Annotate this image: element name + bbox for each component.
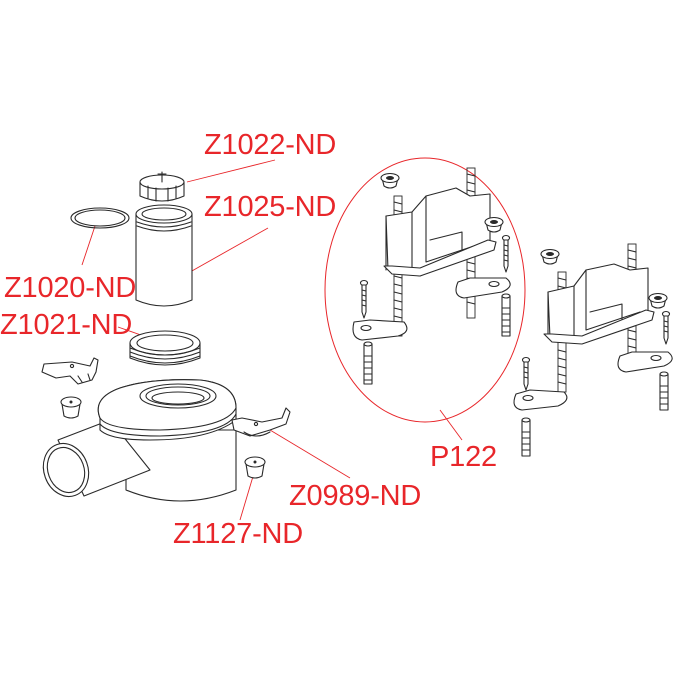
screw-icon (661, 310, 671, 345)
part-z1022-strainer (139, 171, 185, 202)
label-z1025-nd: Z1025-ND (204, 191, 337, 223)
wall-plug-icon (363, 341, 373, 385)
p122-highlight-ellipse (324, 157, 526, 423)
screw-icon (359, 279, 369, 319)
part-z1020-o-ring (70, 207, 130, 229)
nut-icon (648, 292, 668, 309)
part-z1021-threaded-ring (129, 330, 201, 366)
part-z1127-clip-nut (244, 456, 266, 479)
nut-icon (380, 172, 400, 189)
label-z1021-nd: Z1021-ND (0, 309, 133, 341)
part-clip-left (41, 357, 99, 385)
part-z0989-clip (231, 407, 291, 437)
nut-icon (484, 216, 504, 233)
wall-plug-icon (521, 417, 531, 457)
label-z1127-nd: Z1127-ND (173, 518, 304, 550)
part-support-stand-assembled (513, 243, 673, 457)
wall-plug-icon (659, 371, 669, 411)
label-z1020-nd: Z1020-ND (4, 272, 137, 304)
label-p122: P122 (430, 441, 497, 473)
label-z1022-nd: Z1022-ND (204, 129, 337, 161)
nut-icon (540, 248, 560, 265)
label-z0989-nd: Z0989-ND (289, 480, 422, 512)
part-clip-nut-left (60, 396, 82, 419)
part-drain-body (42, 379, 237, 502)
part-p122-support-stand (352, 167, 511, 385)
part-z1025-tube (135, 204, 193, 307)
screw-icon (521, 356, 531, 391)
wall-plug-icon (501, 293, 511, 337)
screw-icon (501, 234, 511, 273)
